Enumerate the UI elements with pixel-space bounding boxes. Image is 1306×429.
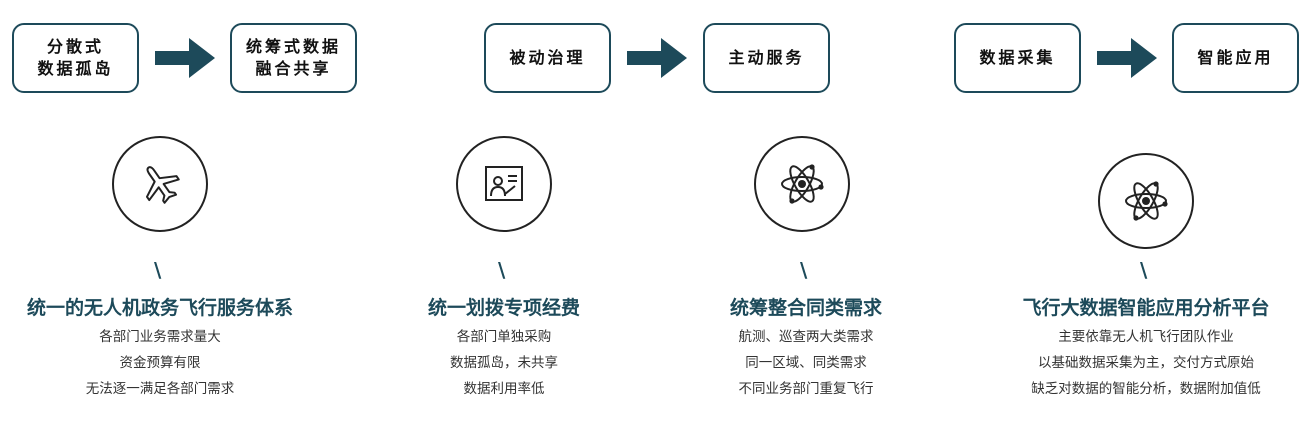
- column-description: 航测、巡查两大类需求 同一区域、同类需求 不同业务部门重复飞行: [739, 324, 874, 402]
- flow-to-line: 融合共享: [255, 59, 332, 78]
- description-line: 不同业务部门重复飞行: [738, 381, 874, 397]
- flow-from-line: 数据孤岛: [37, 59, 114, 78]
- description-line: 同一区域、同类需求: [745, 355, 867, 371]
- column-description: 主要依靠无人机飞行团队作业 以基础数据采集为主，交付方式原始 缺乏对数据的智能分…: [1031, 324, 1261, 402]
- column-title: 统一的无人机政务飞行服务体系: [26, 297, 294, 319]
- description-line: 无法逐一满足各部门需求: [85, 381, 235, 397]
- atom-icon-circle-1: [754, 136, 850, 232]
- presentation-icon-circle: [456, 136, 552, 232]
- flow-from-box-3: 数据采集: [954, 23, 1081, 93]
- flow-to-line: 智能应用: [1197, 48, 1274, 67]
- flow-from-line: 分散式: [46, 37, 104, 56]
- atom-icon-circle-2: [1098, 153, 1194, 249]
- flow-from-box-1: 分散式 数据孤岛: [12, 23, 139, 93]
- presentation-board-icon: [485, 166, 523, 201]
- atom-icon: [1125, 181, 1168, 221]
- description-line: 缺乏对数据的智能分析，数据附加值低: [1031, 381, 1261, 397]
- connector-slash: \: [498, 258, 506, 282]
- description-line: 各部门单独采购: [456, 329, 552, 345]
- right-arrow-icon: [155, 38, 215, 78]
- right-arrow-icon: [1097, 38, 1157, 78]
- description-line: 各部门业务需求量大: [99, 329, 221, 345]
- flow-to-line: 主动服务: [728, 48, 805, 67]
- column-title: 飞行大数据智能应用分析平台: [1022, 297, 1270, 319]
- connector-slash: \: [800, 258, 808, 282]
- flow-from-line: 被动治理: [509, 48, 586, 67]
- atom-icon: [781, 164, 824, 204]
- column-description: 各部门单独采购 数据孤岛，未共享 数据利用率低: [450, 324, 558, 402]
- connector-slash: \: [154, 258, 162, 282]
- column-title: 统一划拨专项经费: [427, 297, 581, 319]
- flow-from-line: 数据采集: [979, 48, 1056, 67]
- description-line: 数据利用率低: [463, 381, 545, 397]
- flow-to-box-2: 主动服务: [703, 23, 830, 93]
- description-line: 数据孤岛，未共享: [450, 355, 558, 371]
- column-description: 各部门业务需求量大 资金预算有限 无法逐一满足各部门需求: [86, 324, 235, 402]
- flow-from-box-2: 被动治理: [484, 23, 611, 93]
- column-title: 统筹整合同类需求: [729, 297, 883, 319]
- description-line: 航测、巡查两大类需求: [738, 329, 874, 345]
- description-line: 主要依靠无人机飞行团队作业: [1058, 329, 1234, 345]
- connector-slash: \: [1140, 258, 1148, 282]
- flow-to-box-3: 智能应用: [1172, 23, 1299, 93]
- description-line: 以基础数据采集为主，交付方式原始: [1038, 355, 1254, 371]
- airplane-icon: [145, 166, 180, 204]
- flow-to-box-1: 统筹式数据 融合共享: [230, 23, 357, 93]
- right-arrow-icon: [627, 38, 687, 78]
- flow-to-line: 统筹式数据: [245, 37, 341, 56]
- description-line: 资金预算有限: [119, 355, 201, 371]
- airplane-icon-circle: [112, 136, 208, 232]
